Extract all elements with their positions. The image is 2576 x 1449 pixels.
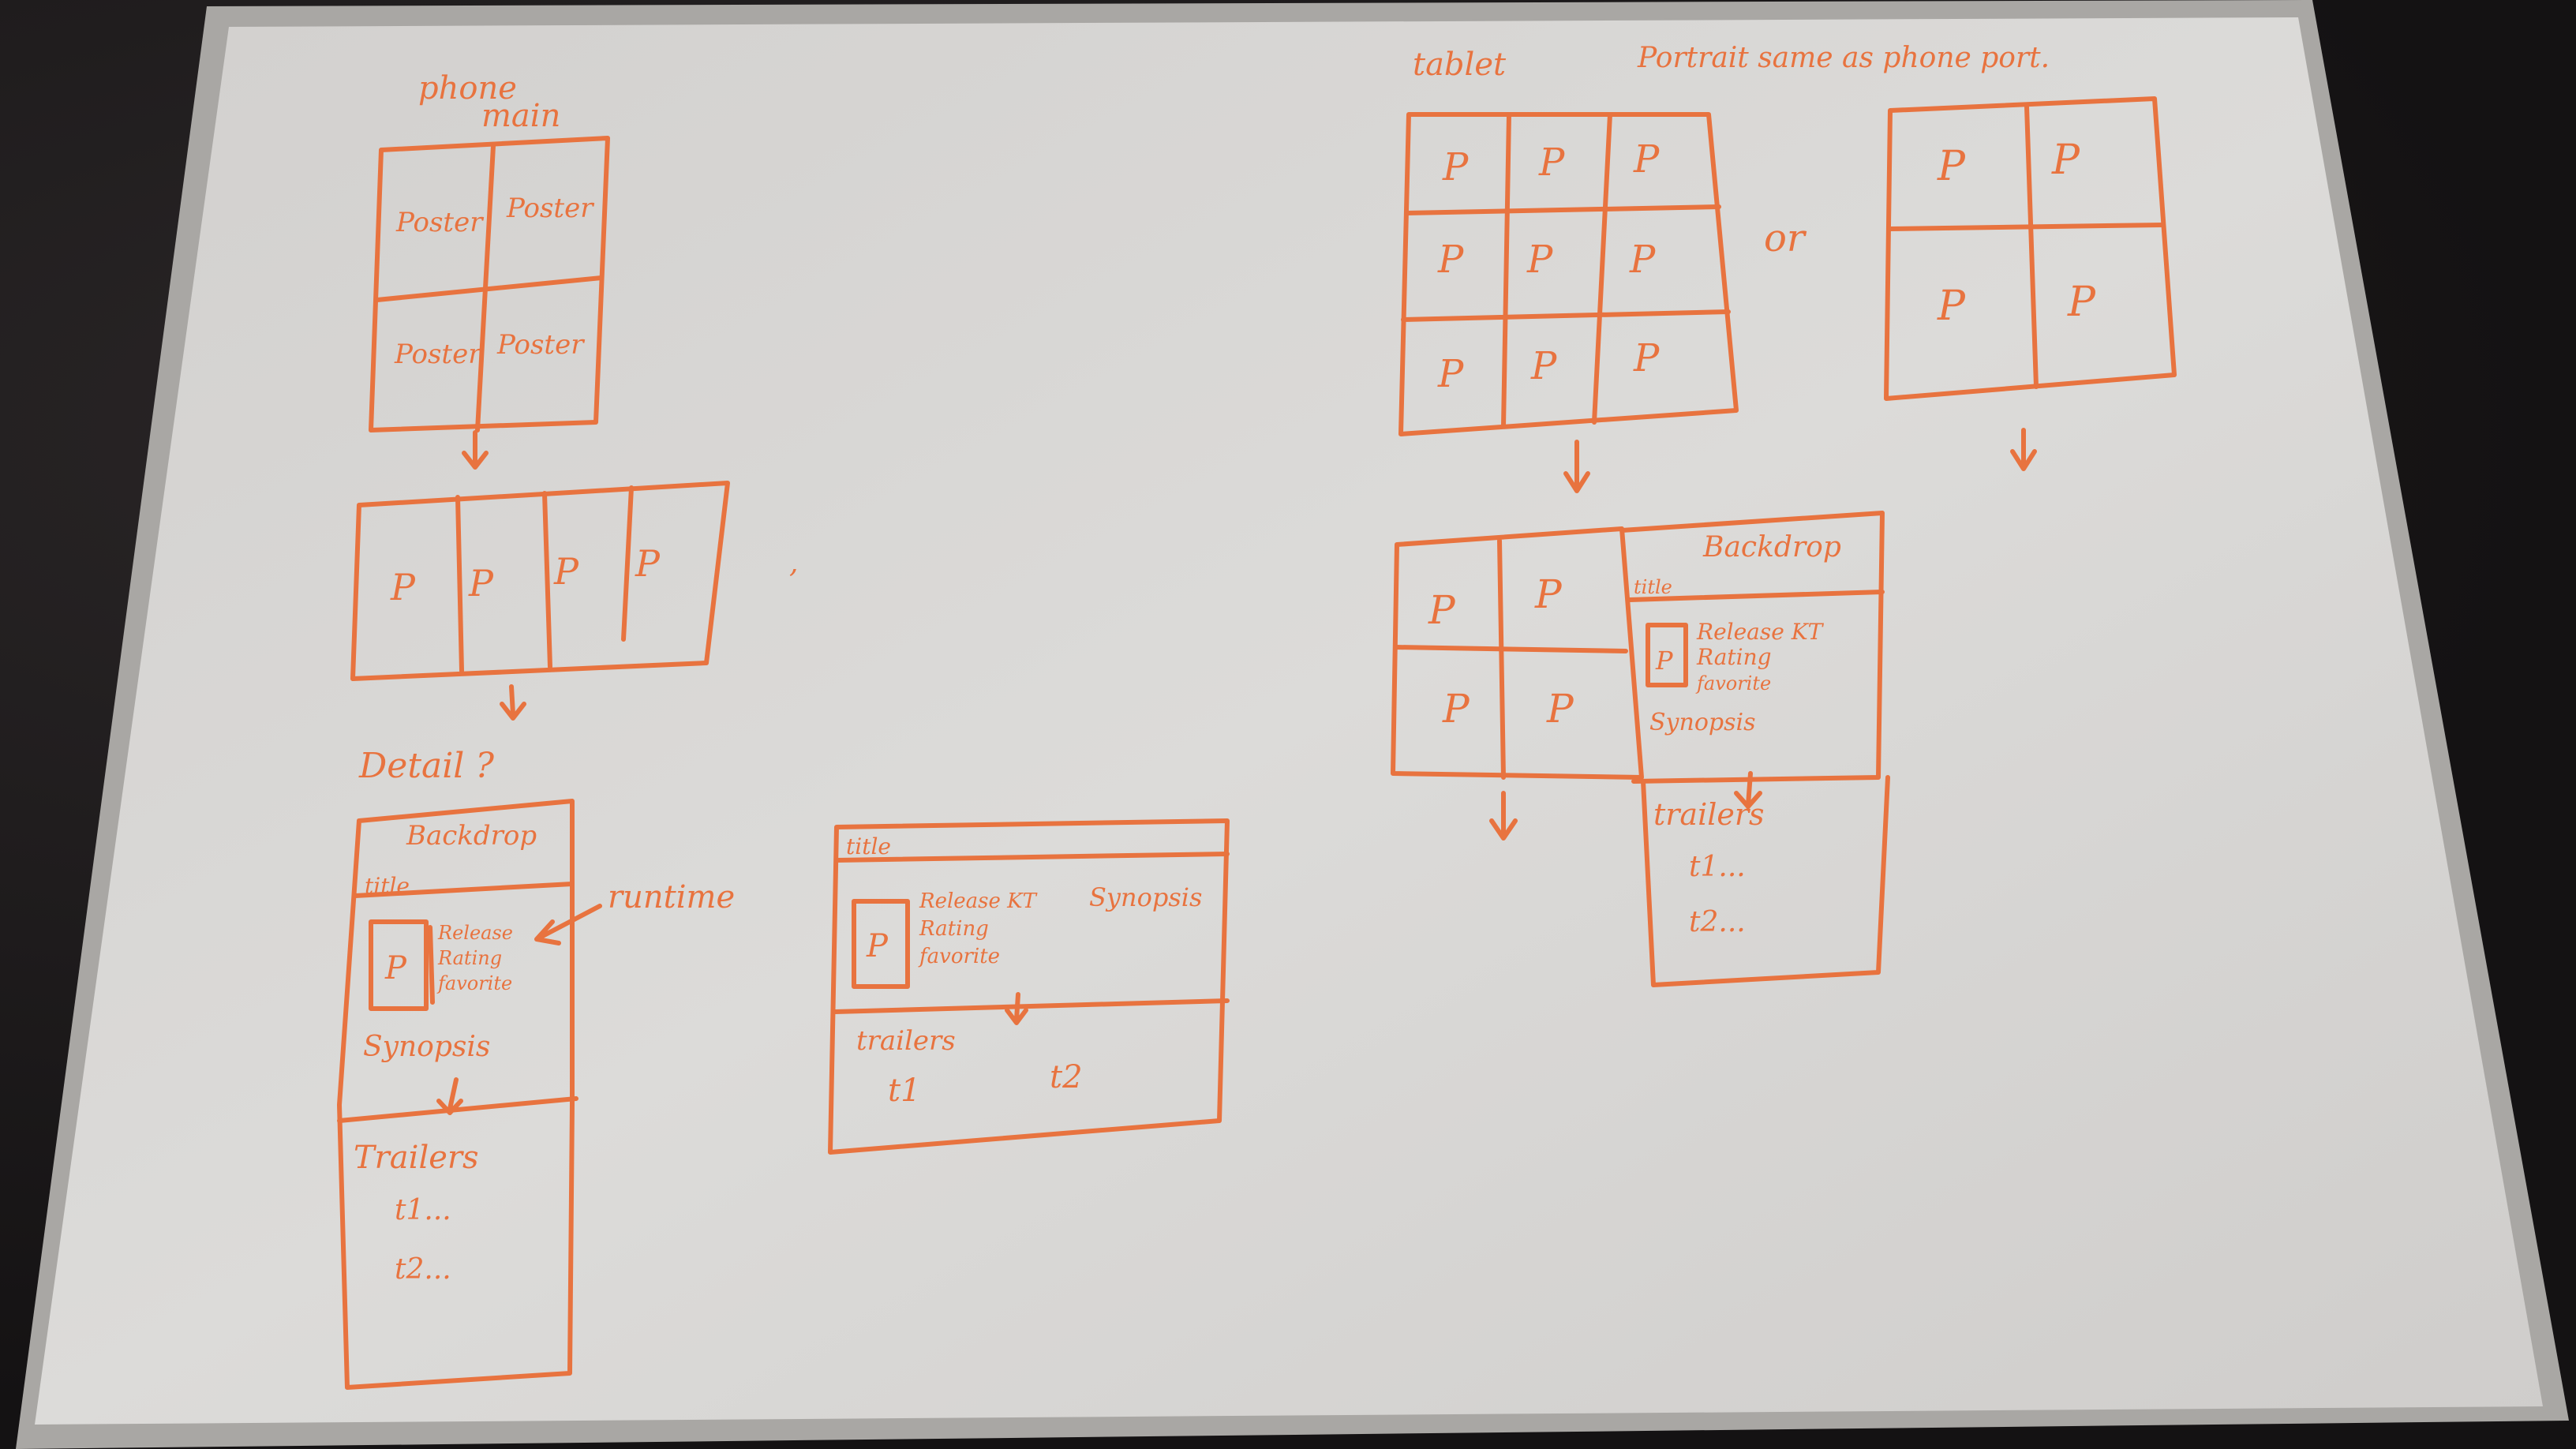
tablet-title: title [1634, 576, 1672, 598]
phone-heading: phone [418, 70, 517, 107]
detail-heading: Detail ? [358, 746, 494, 786]
poster-cell: Poster [394, 339, 482, 370]
landscape-release: Release KT [919, 889, 1038, 913]
poster-cell: Poster [506, 193, 594, 224]
landscape-t2: t2 [1050, 1059, 1083, 1095]
arrow-left-icon [534, 904, 602, 945]
detail-title: title [365, 873, 410, 899]
split-grid-cell: P [1442, 686, 1470, 732]
grid9-cell: P [1437, 352, 1464, 396]
board-surface [35, 17, 2543, 1425]
detail-release: Release [437, 922, 513, 944]
grid4-cell: P [2067, 279, 2096, 326]
grid9-cell: P [1526, 238, 1553, 282]
grid9-cell: P [1538, 140, 1565, 185]
poster-cell: Poster [496, 329, 585, 361]
tablet-poster: P [1655, 646, 1673, 676]
tablet-split-grid [1391, 526, 1644, 780]
arrow-down-icon [1563, 440, 1590, 493]
landscape-synopsis: Synopsis [1089, 882, 1202, 912]
poster-cell: Poster [395, 207, 484, 238]
arrow-down-icon [500, 684, 526, 721]
detail-runtime: runtime [608, 879, 735, 915]
strip-cell: P [553, 550, 579, 593]
landscape-poster: P [866, 928, 889, 964]
phone-subheading: main [481, 98, 560, 134]
detail-trailers: Trailers [354, 1140, 479, 1176]
detail-favorite: favorite [436, 972, 512, 994]
tablet-grid-3x3 [1398, 112, 1739, 436]
arrow-down-icon [462, 430, 489, 470]
landscape-title: title [846, 833, 891, 859]
detail-t2: t2... [395, 1253, 451, 1286]
grid9-cell: P [1530, 344, 1557, 388]
tablet-detail-pane [1619, 511, 1890, 987]
tablet-t1: t1... [1689, 851, 1746, 883]
tablet-trailers: trailers [1653, 797, 1765, 832]
tablet-grid-2x2 [1884, 96, 2177, 401]
tablet-favorite: favorite [1695, 672, 1771, 695]
detail-rating: Rating [437, 947, 502, 969]
tablet-heading: tablet [1413, 47, 1507, 83]
detail-t1: t1... [395, 1194, 451, 1226]
tablet-or: or [1764, 216, 1807, 260]
detail-phone-mockup [337, 799, 578, 1390]
grid9-cell: P [1633, 336, 1660, 380]
arrow-down-icon [1489, 791, 1518, 841]
strip-cell: P [635, 542, 661, 585]
tablet-synopsis: Synopsis [1649, 709, 1755, 736]
phone-poster-grid [369, 136, 610, 432]
grid9-cell: P [1442, 145, 1469, 189]
tablet-t2: t2... [1689, 906, 1746, 938]
split-grid-cell: P [1534, 571, 1563, 617]
strip-cell: P [390, 566, 416, 608]
detail-poster: P [384, 950, 407, 987]
split-grid-cell: P [1428, 587, 1456, 633]
detail-synopsis: Synopsis [363, 1031, 490, 1063]
grid9-cell: P [1629, 238, 1656, 282]
grid4-cell: P [1937, 143, 1966, 190]
landscape-t1: t1 [888, 1073, 921, 1109]
grid9-cell: P [1437, 238, 1464, 282]
tablet-rating: Rating [1696, 644, 1772, 670]
split-grid-cell: P [1546, 686, 1574, 732]
detail-backdrop: Backdrop [406, 820, 537, 852]
landscape-rating: Rating [919, 917, 989, 941]
tablet-backdrop: Backdrop [1702, 531, 1841, 564]
strip-cell: P [468, 562, 494, 605]
landscape-trailers: trailers [856, 1025, 956, 1057]
arrow-down-icon [2010, 428, 2037, 471]
phone-landscape-strip [350, 481, 730, 681]
grid4-cell: P [1937, 283, 1966, 330]
tablet-note: Portrait same as phone port. [1637, 42, 2050, 74]
grid4-cell: P [2051, 137, 2080, 184]
detail-landscape-mockup [828, 818, 1230, 1155]
tablet-release: Release KT [1696, 619, 1825, 645]
grid9-cell: P [1633, 137, 1660, 182]
landscape-favorite: favorite [918, 945, 1000, 968]
stray-mark: , [789, 547, 798, 579]
